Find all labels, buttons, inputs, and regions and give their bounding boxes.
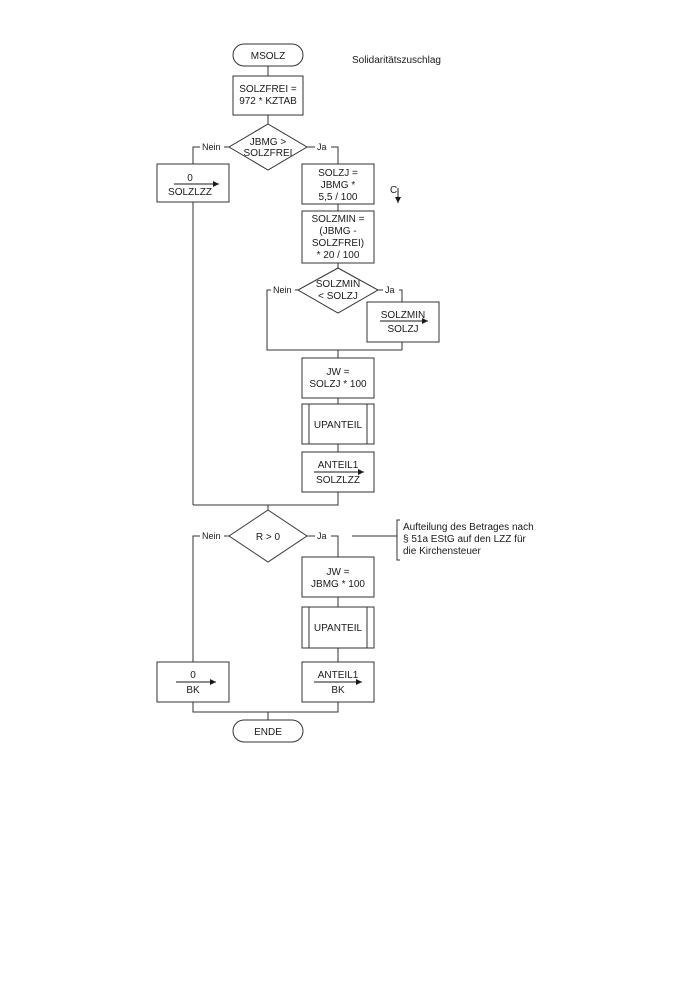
- start-terminal: MSOLZ: [232, 43, 304, 67]
- decision-jbmg-gt-solzfrei: JBMG > SOLZFREI: [228, 123, 308, 171]
- start-label: MSOLZ: [251, 51, 285, 62]
- svg-text:SOLZFREI: SOLZFREI: [244, 148, 293, 159]
- svg-text:BK: BK: [331, 685, 345, 696]
- subroutine-upanteil-1: UPANTEIL: [301, 403, 375, 445]
- process-jw-jbmg: JW = JBMG * 100: [301, 556, 375, 598]
- decision-r-gt-zero: R > 0: [228, 509, 308, 563]
- svg-text:* 20 / 100: * 20 / 100: [317, 250, 360, 261]
- svg-text:0: 0: [190, 670, 196, 681]
- decision-solzmin-lt-solzj: SOLZMIN < SOLZJ: [296, 267, 380, 314]
- svg-text:SOLZMIN =: SOLZMIN =: [311, 214, 364, 225]
- label-no-3: Nein: [202, 531, 221, 541]
- process-jw-solzj: JW = SOLZJ * 100: [301, 357, 375, 399]
- svg-text:< SOLZJ: < SOLZJ: [318, 291, 358, 302]
- annotation-note: Aufteilung des Betrages nach § 51a EStG …: [403, 522, 534, 557]
- svg-text:SOLZFREI =: SOLZFREI =: [239, 84, 297, 95]
- svg-text:SOLZMIN: SOLZMIN: [316, 279, 360, 290]
- subroutine-upanteil-2: UPANTEIL: [301, 606, 375, 649]
- assign-solzmin-solzj: SOLZMIN SOLZJ: [366, 301, 440, 343]
- svg-text:ANTEIL1: ANTEIL1: [318, 460, 359, 471]
- svg-text:BK: BK: [186, 685, 200, 696]
- assign-anteil1-solzlzz: ANTEIL1 SOLZLZZ: [301, 451, 375, 493]
- svg-text:§ 51a EStG auf den LZZ für: § 51a EStG auf den LZZ für: [403, 534, 527, 545]
- svg-text:JW =: JW =: [326, 567, 349, 578]
- end-terminal: ENDE: [232, 719, 304, 743]
- process-solzfrei: SOLZFREI = 972 * KZTAB: [232, 75, 304, 116]
- svg-text:5,5 / 100: 5,5 / 100: [319, 192, 358, 203]
- assign-anteil1-bk: ANTEIL1 BK: [301, 661, 375, 703]
- svg-text:SOLZLZZ: SOLZLZZ: [316, 475, 360, 486]
- label-yes-1: Ja: [317, 142, 327, 152]
- svg-text:UPANTEIL: UPANTEIL: [314, 420, 363, 431]
- svg-text:ANTEIL1: ANTEIL1: [318, 670, 359, 681]
- svg-text:UPANTEIL: UPANTEIL: [314, 623, 363, 634]
- assign-zero-solzlzz: 0 SOLZLZZ: [156, 163, 230, 203]
- svg-text:JBMG *: JBMG *: [321, 180, 356, 191]
- svg-text:die Kirchensteuer: die Kirchensteuer: [403, 546, 481, 557]
- label-yes-2: Ja: [385, 285, 395, 295]
- chart-title: Solidaritätszuschlag: [352, 55, 441, 66]
- branch-labels: Nein Ja Nein Ja Nein Ja: [200, 141, 399, 541]
- process-solzj: SOLZJ = JBMG * 5,5 / 100: [301, 163, 375, 205]
- assign-zero-bk: 0 BK: [156, 661, 230, 703]
- svg-text:JBMG >: JBMG >: [250, 137, 287, 148]
- svg-text:R > 0: R > 0: [256, 532, 281, 543]
- label-no-1: Nein: [202, 142, 221, 152]
- c-marker: C: [390, 185, 401, 203]
- svg-text:C: C: [390, 185, 397, 196]
- label-yes-3: Ja: [317, 531, 327, 541]
- svg-text:JW =: JW =: [326, 367, 349, 378]
- svg-text:SOLZJ * 100: SOLZJ * 100: [309, 379, 367, 390]
- svg-text:0: 0: [187, 173, 193, 184]
- svg-text:Aufteilung des Betrages nach: Aufteilung des Betrages nach: [403, 522, 534, 533]
- svg-text:SOLZFREI): SOLZFREI): [312, 238, 364, 249]
- process-solzmin: SOLZMIN = (JBMG - SOLZFREI) * 20 / 100: [301, 210, 375, 264]
- svg-text:SOLZMIN: SOLZMIN: [381, 310, 425, 321]
- svg-text:SOLZJ: SOLZJ: [387, 324, 418, 335]
- svg-text:972 * KZTAB: 972 * KZTAB: [239, 96, 297, 107]
- end-label: ENDE: [254, 727, 282, 738]
- svg-text:SOLZLZZ: SOLZLZZ: [168, 187, 212, 198]
- svg-text:JBMG * 100: JBMG * 100: [311, 579, 365, 590]
- svg-text:SOLZJ =: SOLZJ =: [318, 168, 358, 179]
- svg-text:(JBMG -: (JBMG -: [319, 226, 356, 237]
- label-no-2: Nein: [273, 285, 292, 295]
